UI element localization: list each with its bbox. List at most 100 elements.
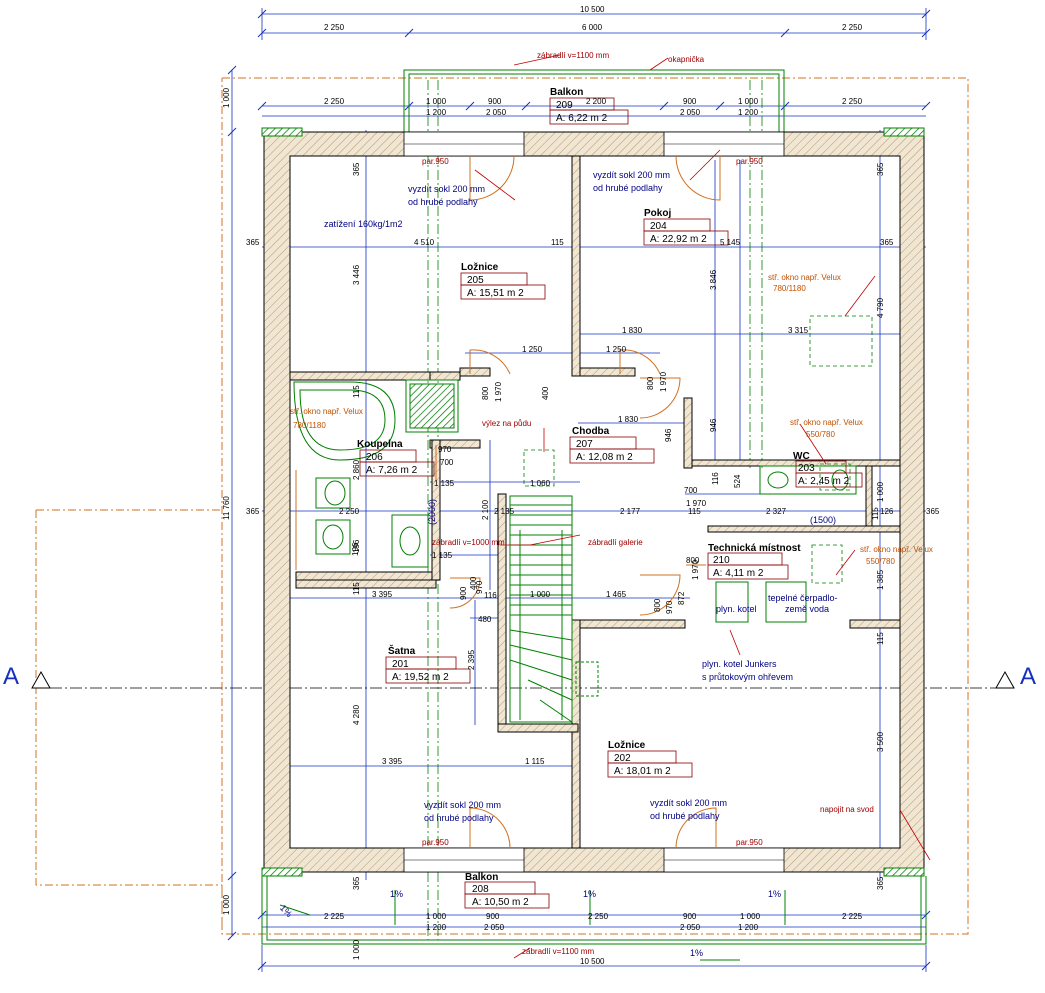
dim-text: 115 (876, 632, 885, 645)
axis-lines (427, 80, 763, 940)
gas-boiler-note: plyn. kotel (716, 604, 757, 614)
dim-text: 800 (481, 386, 490, 400)
drip-edge-note: okapnička (668, 55, 705, 64)
slope-note: 1% (768, 889, 781, 899)
dim-text: 3 395 (372, 590, 393, 599)
dim-text: 2 250 (842, 97, 863, 106)
dim-text: 2 135 (494, 507, 515, 516)
room-name: Šatna (388, 644, 416, 657)
dim-text: 3 315 (788, 326, 809, 335)
dim-text: 1 970 (691, 559, 700, 580)
dim-text: 365 (926, 507, 940, 516)
dim-text: 1 970 (659, 371, 668, 392)
velux-note: stř. okno např. Velux (290, 407, 363, 416)
dim-text: 4 790 (876, 297, 885, 318)
dim-text: 900 (683, 97, 697, 106)
dim-text: 2 225 (324, 912, 345, 921)
socle-note: vyzdít sokl 200 mm (424, 800, 501, 810)
velux-size: 550/780 (866, 557, 895, 566)
slope-note: 1% (390, 889, 403, 899)
dim-text: 800 (653, 598, 662, 612)
velux-size: 780/1180 (773, 284, 806, 293)
room-name: Ložnice (461, 262, 499, 273)
dim-text: 970 (665, 600, 674, 614)
dim-text: 5 145 (720, 238, 741, 247)
socle-note: od hrubé podlahy (408, 197, 478, 207)
room-number: 210 (713, 555, 730, 566)
dim-text: 1 000 (222, 894, 231, 915)
velux-note: stř. okno např. Velux (860, 545, 933, 554)
room-name: Chodba (572, 426, 610, 437)
dim-text: 2 200 (586, 97, 607, 106)
dim-text: 1 250 (606, 345, 627, 354)
dim-text: 800 (686, 556, 700, 565)
parapet-note: par.950 (736, 838, 763, 847)
dim-text: 115 (352, 385, 361, 398)
dim-text: 1 000 (530, 590, 551, 599)
dim-text: 1 200 (738, 108, 759, 117)
dim-text: 1 000 (222, 87, 231, 108)
corner-blocks (261, 127, 925, 877)
dim-text: 6 000 (582, 23, 603, 32)
room-name: Balkon (550, 87, 583, 98)
dim-text: 2 250 (588, 912, 609, 921)
dim-text: 2 050 (486, 108, 507, 117)
dim-text: 115 (871, 507, 880, 520)
dim-text: 1 200 (426, 108, 447, 117)
dim-text: 4 280 (352, 704, 361, 725)
dim-text: 2 327 (766, 507, 787, 516)
dim-text: 1 000 (740, 912, 761, 921)
dim-text: 946 (709, 418, 718, 432)
dim-text: 1 250 (522, 345, 543, 354)
room-area: A: 18,01 m 2 (614, 766, 671, 777)
dim-text: 1 830 (622, 326, 643, 335)
section-markers (31, 670, 1015, 689)
room-name: Pokoj (644, 208, 671, 219)
room-labels: Balkon 209 A: 6,22 m 2 Pokoj 204 A: 22,9… (357, 87, 850, 908)
wc-height-note: (1500) (810, 515, 836, 525)
railing-gallery-note: zábradlí v=1000 mm (432, 538, 505, 547)
dim-text: 2 250 (324, 97, 345, 106)
room-number: 207 (576, 439, 593, 450)
dim-text: 11 760 (222, 496, 231, 520)
socle-note: vyzdít sokl 200 mm (650, 798, 727, 808)
dim-text: 115 (551, 238, 564, 247)
dim-text: 1 000 (738, 97, 759, 106)
socle-note: od hrubé podlahy (650, 811, 720, 821)
dim-text: 1 000 (426, 912, 447, 921)
dim-text: 115 (688, 507, 701, 516)
dim-text: 1 385 (876, 569, 885, 590)
dim-text: 1 060 (530, 479, 551, 488)
railing-note-top: zábradlí v=1100 mm (537, 51, 609, 60)
slope-arrows (279, 890, 786, 961)
room-number: 208 (472, 884, 489, 895)
room-area: A: 22,92 m 2 (650, 234, 707, 245)
dim-text: 3 395 (382, 757, 403, 766)
staircase (509, 495, 599, 723)
room-number: 206 (366, 452, 383, 463)
heat-pump-note: země voda (785, 604, 829, 614)
dim-text: 1 135 (432, 551, 453, 560)
dim-text: 946 (664, 428, 673, 442)
dim-text: 900 (459, 586, 468, 600)
dim-text: 365 (246, 238, 260, 247)
room-area: A: 2,45 m 2 (798, 476, 850, 487)
dim-text: 970 (475, 580, 484, 594)
dim-text: 2 050 (680, 108, 701, 117)
parapet-note: par.950 (736, 157, 763, 166)
room-area: A: 12,08 m 2 (576, 452, 633, 463)
room-number: 209 (556, 100, 573, 111)
dim-text: 1 465 (606, 590, 627, 599)
room-area: A: 7,26 m 2 (366, 465, 418, 476)
dim-text: 2 860 (352, 459, 361, 480)
dimension-texts: 10 500 2 250 6 000 2 250 2 250 1 000 900… (222, 5, 940, 966)
dim-text: 1 830 (618, 415, 639, 424)
room-area: A: 19,52 m 2 (392, 672, 449, 683)
slope-note: 1% (583, 889, 596, 899)
dim-text: 2 100 (481, 499, 490, 520)
parapet-note: par.950 (422, 157, 449, 166)
velux-note: stř. okno např. Velux (790, 418, 863, 427)
boiler-note: plyn. kotel Junkers (702, 659, 777, 669)
window-glass (404, 143, 784, 861)
